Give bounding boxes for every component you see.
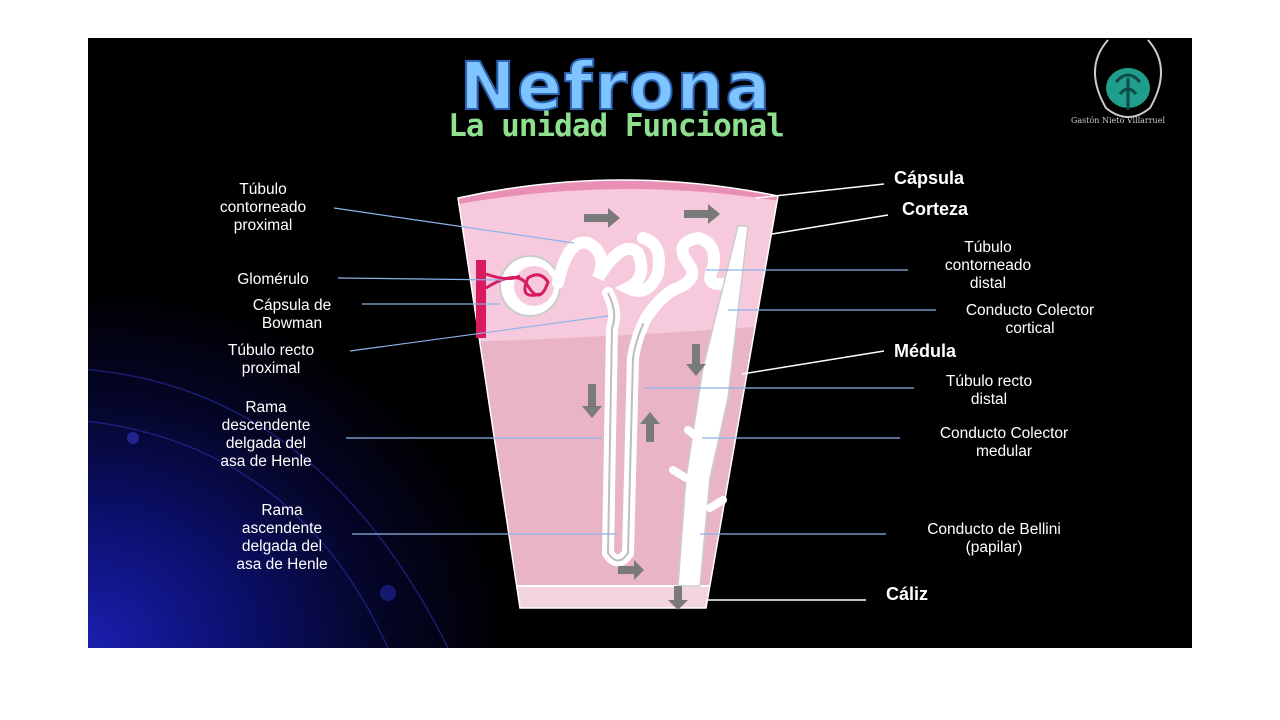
label-tubulo-contorneado-proximal: Túbulo contorneado proximal: [219, 181, 307, 234]
label-tubulo-recto-distal: Túbulo recto distal: [945, 373, 1033, 408]
leader-lines: [333, 207, 936, 535]
collecting-duct: [677, 225, 749, 587]
distal-convoluted-tubule: [640, 231, 734, 324]
page-title: Nefrona: [459, 47, 773, 126]
leader-lines-white: [706, 183, 889, 601]
label-tubulo-contorneado-distal: Túbulo contorneado distal: [944, 239, 1032, 292]
capsule-region: [458, 179, 778, 210]
label-rama-ascendente: Rama ascendente delgada del asa de Henle: [236, 502, 328, 573]
label-corteza: Corteza: [902, 199, 969, 219]
flow-arrows: [582, 204, 720, 610]
page-subtitle: La unidad Funcional: [448, 108, 785, 144]
label-conducto-colector-medular: Conducto Colector medular: [939, 425, 1069, 460]
calyx-region: [458, 586, 778, 608]
label-rama-descendente: Rama descendente delgada del asa de Henl…: [220, 399, 312, 470]
label-conducto-bellini: Conducto de Bellini (papilar): [927, 521, 1061, 556]
kidney-logo-icon: [1094, 39, 1162, 118]
nephron-diagram: [333, 179, 936, 610]
glomerulus: [485, 272, 550, 297]
label-caliz: Cáliz: [886, 584, 929, 604]
label-capsula: Cápsula: [894, 168, 965, 188]
logo-author: Gastón Nieto Villarruel: [1070, 116, 1166, 125]
label-capsula-bowman: Cápsula de Bowman: [252, 297, 332, 332]
slide: Nefrona La unidad Funcional Gastón Nieto…: [88, 38, 1192, 648]
label-conducto-colector-cortical: Conducto Colector cortical: [965, 302, 1095, 337]
arteriole: [476, 260, 486, 338]
label-medula: Médula: [894, 341, 957, 361]
label-glomerulo: Glomérulo: [237, 271, 309, 288]
background-arcs: [88, 369, 449, 648]
label-tubulo-recto-proximal: Túbulo recto proximal: [227, 342, 315, 377]
proximal-convoluted-tubule: [552, 232, 665, 297]
